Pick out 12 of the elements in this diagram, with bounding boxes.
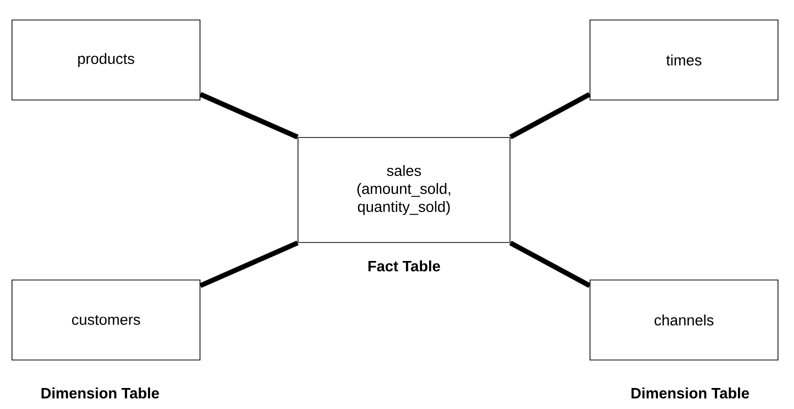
table-box: times [590, 20, 778, 100]
connector-line [509, 92, 591, 140]
table-box: channels [590, 280, 778, 360]
table-caption: Fact Table [368, 260, 440, 272]
table-box: products [12, 20, 200, 100]
table-caption: Dimension Table [632, 387, 749, 398]
table-caption: Dimension Table [42, 387, 159, 398]
table-box: customers [12, 280, 200, 360]
table-box: sales (amount_sold, quantity_sold) [298, 137, 510, 243]
connector-line [509, 240, 591, 288]
connector-line [199, 92, 299, 140]
connector-line [199, 240, 299, 288]
